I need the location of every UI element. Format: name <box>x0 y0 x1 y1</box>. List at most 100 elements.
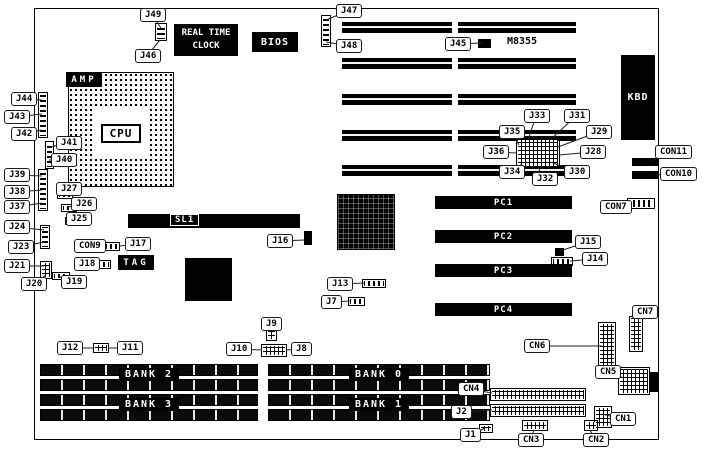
connector-J39-J37 <box>38 169 48 211</box>
callout-J15: J15 <box>575 235 602 249</box>
callout-CN6: CN6 <box>524 339 551 353</box>
bank-label-bank-3: BANK 3 <box>118 398 180 411</box>
connector-CN5 <box>618 367 650 395</box>
callout-J43: J43 <box>4 110 31 124</box>
callout-J49: J49 <box>140 8 167 22</box>
isa-slot-1-a <box>342 22 452 33</box>
pci-slot-PC2: PC2 <box>435 230 572 243</box>
connector-CN2 <box>584 420 598 431</box>
callout-J41: J41 <box>56 136 83 150</box>
connector-CON10 <box>632 171 658 179</box>
isa-slot-3-b <box>458 94 576 105</box>
keyboard-connector: KBD <box>621 55 655 140</box>
connector-CON9-J17 <box>104 242 120 251</box>
callout-J12: J12 <box>57 341 84 355</box>
tag-header: TAG <box>118 255 154 270</box>
connector-CON11 <box>632 158 658 166</box>
callout-CON9: CON9 <box>74 239 106 253</box>
callout-J47: J47 <box>336 4 363 18</box>
connector-J2 <box>490 404 586 417</box>
callout-J19: J19 <box>61 275 88 289</box>
callout-J13: J13 <box>327 277 354 291</box>
cpu-socket-center: CPU <box>94 107 148 159</box>
bank-label-bank-0: BANK 0 <box>348 368 410 381</box>
callout-J10: J10 <box>226 342 253 356</box>
callout-J2: J2 <box>451 405 472 419</box>
callout-CN2: CN2 <box>583 433 610 447</box>
connector-J44-J42 <box>38 92 48 138</box>
cpu-label: CPU <box>100 123 142 143</box>
isa-slot-3-a <box>342 94 452 105</box>
real-time-clock-chip: REAL TIME CLOCK <box>174 24 238 56</box>
isa-slot-1-b <box>458 22 576 33</box>
callout-J14: J14 <box>582 252 609 266</box>
callout-J48: J48 <box>336 39 363 53</box>
callout-J35: J35 <box>499 125 526 139</box>
connector-J16 <box>304 231 312 245</box>
callout-J44: J44 <box>11 92 38 106</box>
connector-PWR <box>650 372 658 392</box>
callout-J21: J21 <box>4 259 31 273</box>
callout-CN4: CN4 <box>458 382 485 396</box>
callout-J11: J11 <box>117 341 144 355</box>
sl1-slot: SL1 <box>128 214 300 228</box>
callout-J39: J39 <box>4 168 31 182</box>
callout-J33: J33 <box>524 109 551 123</box>
connector-CN3 <box>522 420 548 431</box>
connector-J45 <box>478 39 491 48</box>
connector-J47-J48 <box>321 15 331 47</box>
callout-J9: J9 <box>261 317 282 331</box>
m8355-chip-label: M8355 <box>507 36 538 47</box>
connector-J15 <box>555 248 564 256</box>
callout-J40: J40 <box>51 153 78 167</box>
isa-slot-5-a <box>342 165 452 176</box>
callout-J24: J24 <box>4 220 31 234</box>
callout-J29: J29 <box>586 125 613 139</box>
callout-J27: J27 <box>56 182 83 196</box>
pci-slot-PC1: PC1 <box>435 196 572 209</box>
rtc-label-line2: CLOCK <box>192 41 220 51</box>
connector-J3x-cluster <box>516 138 560 168</box>
connector-J14 <box>551 257 573 266</box>
callout-J1: J1 <box>460 428 481 442</box>
chip-qfp <box>337 194 395 250</box>
connector-J7 <box>348 297 365 306</box>
callout-J38: J38 <box>4 185 31 199</box>
bank-label-bank-2: BANK 2 <box>118 368 180 381</box>
callout-J17: J17 <box>125 237 152 251</box>
isa-slot-4-a <box>342 130 452 141</box>
rtc-label-line1: REAL TIME <box>181 27 231 38</box>
connector-J10-J8 <box>261 344 287 357</box>
connector-J49 <box>155 23 167 41</box>
connector-CN4 <box>490 388 586 401</box>
callout-J7: J7 <box>321 295 342 309</box>
callout-CON7: CON7 <box>600 200 632 214</box>
isa-slot-2-a <box>342 58 452 69</box>
connector-J24-J23 <box>40 225 50 249</box>
cpu-socket: CPU <box>68 72 174 187</box>
callout-J46: J46 <box>135 49 162 63</box>
callout-J42: J42 <box>11 127 38 141</box>
callout-CON10: CON10 <box>660 167 698 181</box>
connector-J1 <box>479 424 493 433</box>
amp-socket-label: AMP <box>66 72 102 87</box>
callout-J32: J32 <box>532 172 559 186</box>
callout-CON11: CON11 <box>655 145 693 159</box>
pci-slot-PC3: PC3 <box>435 264 572 277</box>
callout-J28: J28 <box>580 145 607 159</box>
callout-J31: J31 <box>564 109 591 123</box>
callout-CN1: CN1 <box>610 412 637 426</box>
chip-flat <box>185 258 232 301</box>
connector-CN6 <box>598 322 616 368</box>
callout-J20: J20 <box>21 277 48 291</box>
connector-J12-J11 <box>93 343 109 353</box>
pci-slot-PC4: PC4 <box>435 303 572 316</box>
bios-chip: BIOS <box>252 32 298 52</box>
callout-J18: J18 <box>74 257 101 271</box>
callout-J30: J30 <box>564 165 591 179</box>
callout-J23: J23 <box>8 240 35 254</box>
isa-slot-2-b <box>458 58 576 69</box>
callout-J26: J26 <box>71 197 98 211</box>
bank-label-bank-1: BANK 1 <box>348 398 410 411</box>
